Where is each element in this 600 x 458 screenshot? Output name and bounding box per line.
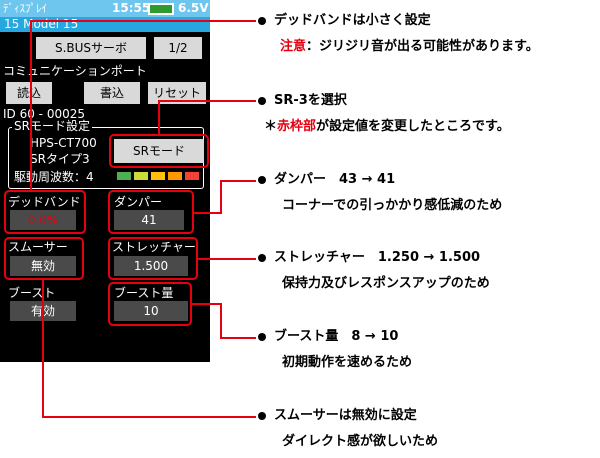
reset-button[interactable]: リセット xyxy=(148,82,206,104)
note-boost-reason: 初期動作を速めるため xyxy=(282,355,413,370)
note-smoother-reason: ダイレクト感が欲しいため xyxy=(282,434,439,449)
explanation-text: が設定値を変更したところです。 xyxy=(316,119,510,134)
bullet-icon xyxy=(258,97,266,105)
freq-seg-4 xyxy=(168,172,182,180)
comm-port-label: コミュニケーションポート xyxy=(3,64,147,78)
deadband-label: デッドバンド xyxy=(8,195,81,209)
page-indicator[interactable]: 1/2 xyxy=(154,37,202,59)
note-deadband-warning: 注意：ジリジリ音が出る可能性があります。 xyxy=(280,39,539,55)
smoother-highlight xyxy=(4,237,84,280)
freq-seg-1 xyxy=(117,172,131,180)
warning-text: ：ジリジリ音が出る可能性があります。 xyxy=(306,39,539,54)
boost-amount-value[interactable]: 10 xyxy=(114,301,188,321)
boost-amount-highlight xyxy=(108,282,192,326)
write-button[interactable]: 書込 xyxy=(84,82,140,104)
status-bar: ﾃﾞｨｽﾌﾟﾚｲ 15:55 6.5V xyxy=(0,0,210,17)
stretcher-highlight xyxy=(108,237,198,280)
connector-sr-mode xyxy=(158,100,256,102)
red-frame-text: 赤枠部 xyxy=(277,119,317,134)
boost-label: ブースト xyxy=(8,286,56,300)
damper-highlight xyxy=(108,190,194,234)
servo-model: HPS-CT700 xyxy=(30,136,97,150)
connector-damper-h xyxy=(220,180,256,182)
freq-seg-3 xyxy=(151,172,165,180)
damper-value[interactable]: 41 xyxy=(114,210,184,230)
smoother-value[interactable]: 無効 xyxy=(10,256,76,276)
connector-boost-amount-v xyxy=(220,303,222,339)
damper-label: ダンパー xyxy=(114,195,163,209)
sr-mode-highlight xyxy=(109,134,209,168)
note-boost-title: ブースト量 8 → 10 xyxy=(274,329,399,344)
status-app-label: ﾃﾞｨｽﾌﾟﾚｲ xyxy=(3,2,47,15)
connector-boost-amount xyxy=(190,303,220,305)
connector-deadband-v xyxy=(30,20,32,192)
note-sr3-explanation: ＊赤枠部が設定値を変更したところです。 xyxy=(264,119,510,135)
battery-icon xyxy=(148,3,174,15)
servo-id: ID 60 - 00025 xyxy=(3,107,85,121)
freq-seg-5 xyxy=(185,172,199,180)
note-sr3-title: SR-3を選択 xyxy=(274,93,347,108)
sr-mode-button[interactable]: SRモード xyxy=(114,139,204,163)
connector-damper xyxy=(192,212,222,214)
bullet-icon xyxy=(258,17,266,25)
note-stretcher-reason: 保持力及びレスポンスアップのため xyxy=(282,276,490,291)
connector-deadband xyxy=(30,20,256,22)
bullet-icon xyxy=(258,254,266,262)
freq-seg-2 xyxy=(134,172,148,180)
frequency-level-bar xyxy=(117,172,203,180)
bullet-icon xyxy=(258,176,266,184)
note-stretcher-title: ストレッチャー 1.250 → 1.500 xyxy=(274,250,481,265)
note-star: ＊ xyxy=(264,119,278,134)
smoother-label: スムーサー xyxy=(8,240,68,254)
bullet-icon xyxy=(258,333,266,341)
bullet-icon xyxy=(258,412,266,420)
read-button[interactable]: 読込 xyxy=(6,82,52,104)
note-damper-title: ダンパー 43 → 41 xyxy=(274,172,396,187)
drive-frequency: 駆動周波数：4 xyxy=(14,170,94,184)
deadband-highlight xyxy=(4,190,86,234)
note-smoother-title: スムーサーは無効に設定 xyxy=(274,408,417,423)
sbus-servo-button[interactable]: S.BUSサーボ xyxy=(36,37,146,59)
boost-amount-label: ブースト量 xyxy=(114,286,174,300)
status-voltage: 6.5V xyxy=(178,1,209,15)
connector-smoother xyxy=(42,278,44,418)
connector-damper-v xyxy=(220,180,222,214)
stretcher-label: ストレッチャー xyxy=(112,240,196,254)
connector-boost-amount-h xyxy=(220,337,256,339)
connector-smoother-h xyxy=(42,416,256,418)
warning-prefix: 注意 xyxy=(280,39,307,54)
sr-mode-group-title: SRモード設定 xyxy=(12,119,92,133)
note-deadband-title: デッドバンドは小さく設定 xyxy=(274,13,431,28)
status-time: 15:55 xyxy=(112,1,151,15)
sr-type: SRタイプ3 xyxy=(30,152,90,166)
note-damper-reason: コーナーでの引っかかり感低減のため xyxy=(282,198,503,213)
stretcher-value[interactable]: 1.500 xyxy=(114,256,188,276)
connector-stretcher xyxy=(196,258,256,260)
connector-sr-mode-v xyxy=(158,100,160,136)
deadband-value[interactable]: 0.0% xyxy=(10,210,76,230)
